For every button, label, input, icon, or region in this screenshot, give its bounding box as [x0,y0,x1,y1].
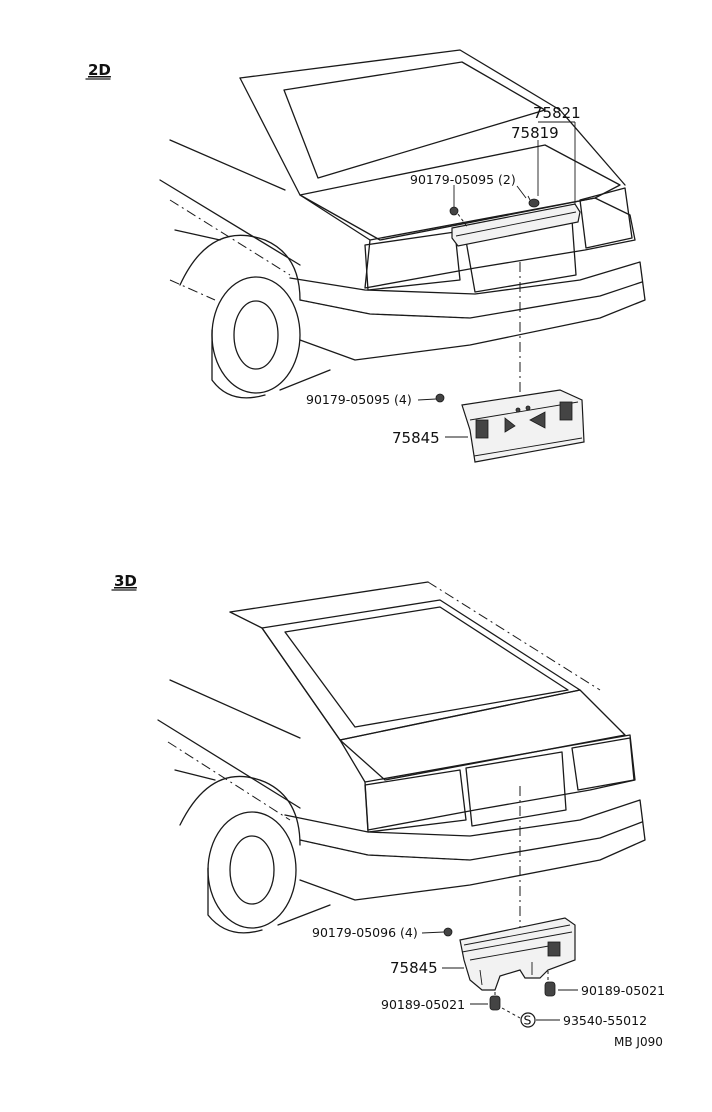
license-bracket-part-2d [435,389,585,463]
section-tag-2d: 2D [88,61,111,79]
car-illustration-3d [157,581,646,934]
section-tag-3d: 3D [114,572,137,590]
leader-clip-lower-2d [417,398,437,401]
label-75819: 75819 [511,124,559,142]
label-nut-right-3d: 90189-05021 [581,983,665,998]
label-clip-3d: 90179-05096 (4) [312,925,418,940]
car-illustration-2d [159,49,646,399]
section-2d: 2D [85,49,646,463]
screw-symbol-circle [520,1012,536,1028]
label-bracket-3d: 75845 [390,959,438,977]
section-3d: 3D [111,572,665,1028]
leaders-3d [421,931,578,1021]
screw-symbol: S [524,1013,532,1028]
nut-left [489,995,501,1011]
label-clip-lower-2d: 90179-05095 (4) [306,392,412,407]
label-clip-upper-2d: 90179-05095 (2) [410,172,516,187]
label-75821: 75821 [533,104,581,122]
label-nut-left-3d: 90189-05021 [381,997,465,1012]
label-screw-3d: 93540-55012 [563,1013,647,1028]
footer-code: MB J090 [614,1035,663,1049]
license-bracket-part-3d [443,917,576,991]
label-bracket-2d: 75845 [392,429,440,447]
leaders-2d-upper [453,121,576,207]
small-parts-3d: S [489,970,556,1028]
nut-right [544,981,556,997]
